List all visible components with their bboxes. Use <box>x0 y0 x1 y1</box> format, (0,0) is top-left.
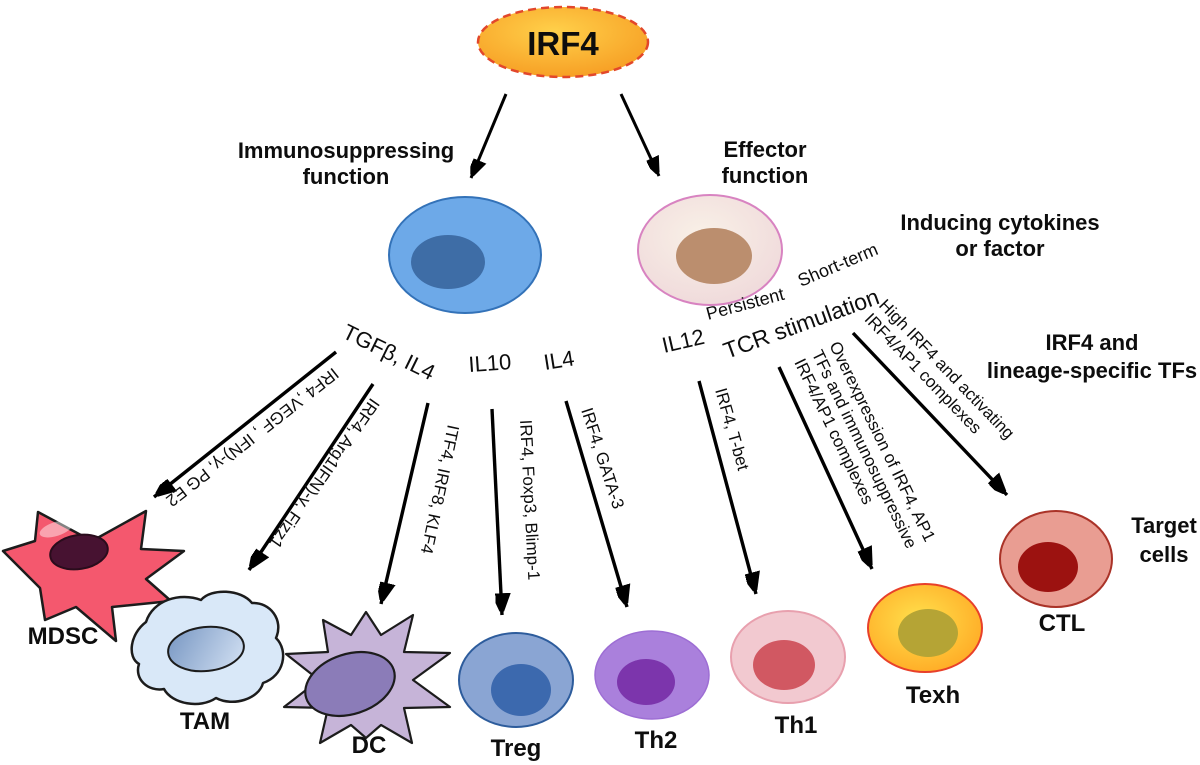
effector-function-label: Effector function <box>722 137 809 188</box>
arrow-to-mdsc <box>152 350 338 499</box>
irf4-node: IRF4 <box>476 5 650 79</box>
cytokine-label-tgfb-il4: TGFβ, IL4 <box>339 319 439 385</box>
texh-label: Texh <box>906 682 960 709</box>
heading-line: function <box>722 163 809 188</box>
cell-body <box>1 509 186 643</box>
cell-nucleus <box>1018 542 1078 592</box>
dc-label: DC <box>352 732 387 759</box>
heading-line: Inducing cytokines <box>900 210 1099 235</box>
cytokine-label-il10: IL10 <box>468 349 512 377</box>
irf4-oval <box>476 5 650 79</box>
tam-cell <box>130 590 285 706</box>
arrow-label-dc: ITF4, IRF8, KLF4 <box>417 423 463 555</box>
th2-label: Th2 <box>635 727 678 754</box>
cell-nucleus <box>167 625 245 673</box>
th1-label: Th1 <box>775 712 818 739</box>
cell-nucleus <box>491 664 551 716</box>
th2-cell <box>594 630 710 720</box>
arrow-irf4-to-immunosuppressing <box>469 93 508 178</box>
cell-nucleus <box>304 651 396 717</box>
arrow-irf4-to-effector <box>619 93 661 177</box>
arrow-to-dc <box>381 402 430 605</box>
ctl-cell <box>999 510 1113 608</box>
cell-nucleus <box>617 659 675 705</box>
cell-nucleus <box>898 609 958 657</box>
mdsc-label: MDSC <box>28 623 99 650</box>
arrow-to-tam <box>247 383 375 570</box>
arrow-label-th2: IRF4, GATA-3 <box>577 405 628 511</box>
arrow-label-texh-line2: TFs and immunosuppressive <box>808 347 921 552</box>
cell-nucleus <box>411 235 485 289</box>
heading-line: Immunosuppressing <box>238 138 454 163</box>
heading-line: IRF4 and <box>1046 330 1139 355</box>
inducing-cytokines-heading: Inducing cytokines or factor <box>900 210 1099 261</box>
heading-line: Target <box>1131 513 1197 538</box>
arrow-to-treg <box>490 408 502 616</box>
heading-line: function <box>303 164 390 189</box>
immunosuppressing-function-label: Immunosuppressing function <box>238 138 454 189</box>
treg-cell <box>458 632 574 728</box>
immunosuppressing-cell <box>388 196 542 314</box>
texh-cell <box>867 583 983 673</box>
heading-line: Effector <box>723 137 807 162</box>
cytokine-label-il12: IL12 <box>660 324 707 358</box>
arrow-to-ctl <box>851 331 1007 495</box>
arrow-to-th2 <box>564 400 627 608</box>
heading-line: cells <box>1140 542 1189 567</box>
arrow-to-texh <box>777 366 874 570</box>
cytokine-label-il4: IL4 <box>542 345 576 374</box>
cell-nucleus <box>49 533 109 571</box>
cell-nucleus <box>753 640 815 690</box>
target-cells-heading: Target cells <box>1131 513 1197 567</box>
arrow-to-th1 <box>697 380 756 595</box>
dc-cell <box>282 610 452 745</box>
ctl-label: CTL <box>1039 610 1086 637</box>
arrow-label-treg: IRF4, Foxp3, Blimp-1 <box>516 419 543 580</box>
cell-nucleus <box>676 228 752 284</box>
effector-cell <box>637 194 783 306</box>
th1-cell <box>730 610 846 704</box>
cytokine-label-short-term: Short-term <box>795 239 881 291</box>
heading-line: lineage-specific TFs <box>987 358 1197 383</box>
lineage-specific-tfs-heading: IRF4 and lineage-specific TFs <box>987 330 1197 383</box>
heading-line: or factor <box>955 236 1045 261</box>
tam-label: TAM <box>180 708 230 735</box>
irf4-title: IRF4 <box>527 25 599 62</box>
treg-label: Treg <box>491 735 542 762</box>
cell-highlight <box>39 520 73 538</box>
mdsc-cell <box>1 509 186 643</box>
arrow-label-th1: IRF4, T-bet <box>711 386 753 473</box>
